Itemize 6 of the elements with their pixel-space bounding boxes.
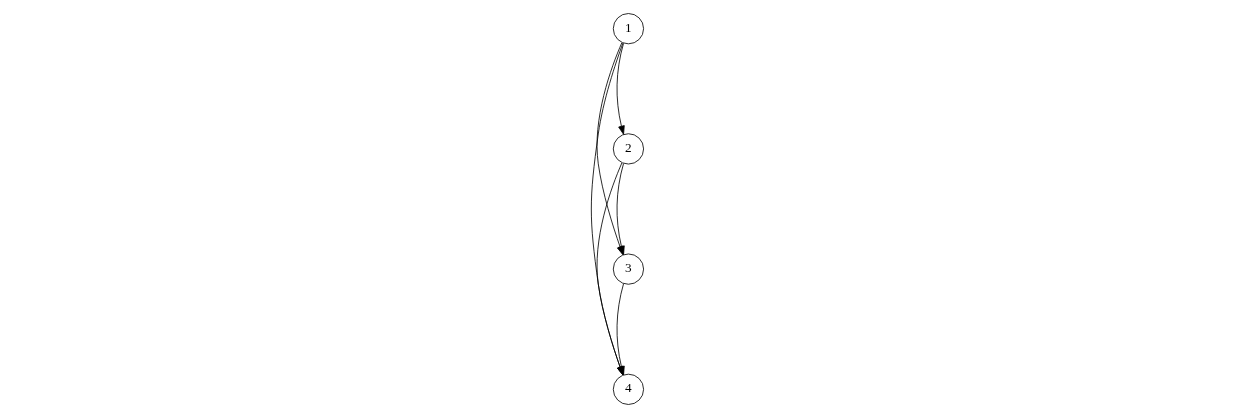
node-circle: 4	[612, 373, 644, 405]
arrow	[616, 283, 625, 376]
node-circle: 2	[612, 133, 644, 165]
node-circle: 3	[612, 253, 644, 285]
node-circle: 1	[612, 13, 644, 45]
arrow	[616, 43, 625, 135]
